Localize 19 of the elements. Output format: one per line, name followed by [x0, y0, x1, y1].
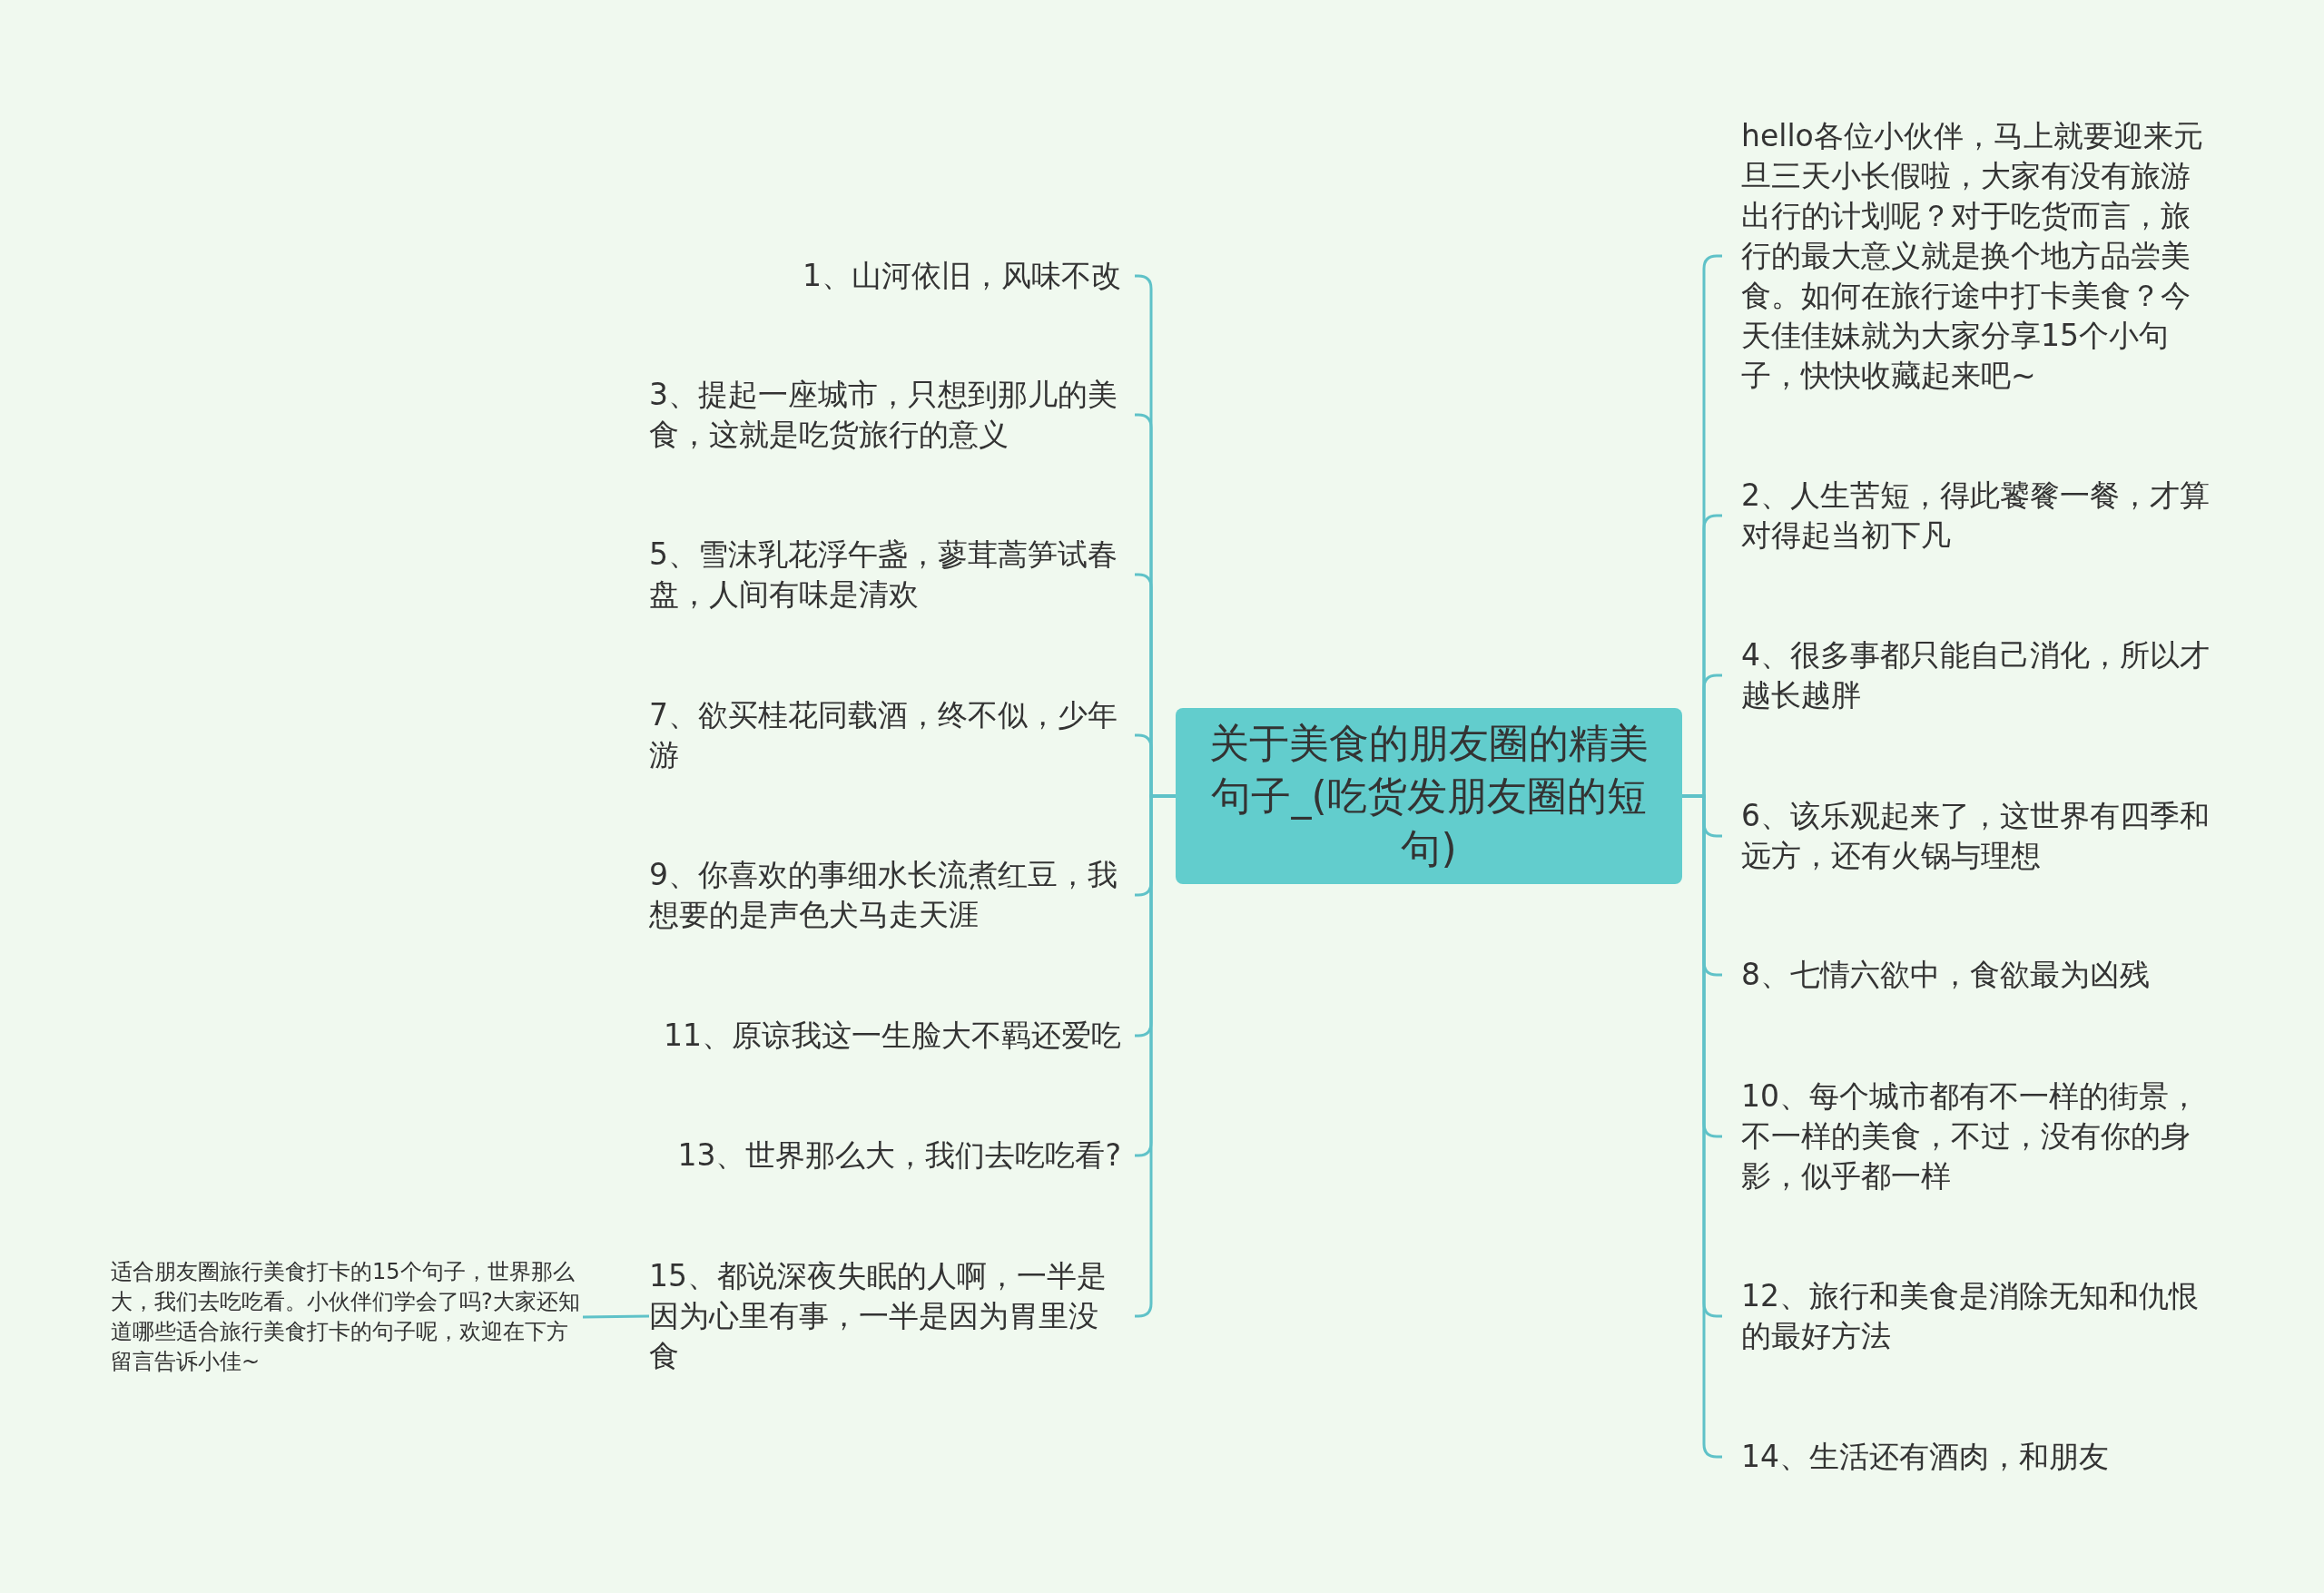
branch-text: 5、雪沫乳花浮午盏，蓼茸蒿笋试春盘，人间有味是清欢	[649, 535, 1135, 615]
branch-text: 14、生活还有酒肉，和朋友	[1722, 1437, 2217, 1477]
connector-line	[582, 1314, 650, 1319]
branch-text: 4、很多事都只能自己消化，所以才越长越胖	[1722, 635, 2217, 715]
branch-text: 15、都说深夜失眠的人啊，一半是因为心里有事，一半是因为胃里没食	[649, 1256, 1135, 1376]
branch-text: 8、七情六欲中，食欲最为凶残	[1722, 955, 2217, 995]
branch-text: 11、原谅我这一生脸大不羁还爱吃	[664, 1016, 1135, 1056]
branch-text: 12、旅行和美食是消除无知和仇恨的最好方法	[1722, 1276, 2217, 1356]
branch-text: 10、每个城市都有不一样的街景，不一样的美食，不过，没有你的身影，似乎都一样	[1722, 1077, 2217, 1196]
branch-text: 7、欲买桂花同载酒，终不似，少年游	[649, 695, 1135, 775]
note-text: 适合朋友圈旅行美食打卡的15个句子，世界那么大，我们去吃吃看。小伙伴们学会了吗?大家还知道哪些适合旅行美食打卡的句子呢，欢迎在下方留言告诉小佳~	[111, 1257, 583, 1377]
branch-text: 6、该乐观起来了，这世界有四季和远方，还有火锅与理想	[1722, 796, 2217, 876]
branch-text: 1、山河依旧，风味不改	[803, 256, 1135, 296]
branch-text: 2、人生苦短，得此饕餮一餐，才算对得起当初下凡	[1722, 476, 2217, 556]
branch-text: 3、提起一座城市，只想到那儿的美食，这就是吃货旅行的意义	[649, 375, 1135, 455]
branch-text: hello各位小伙伴，马上就要迎来元旦三天小长假啦，大家有没有旅游出行的计划呢？对于吃货而言，旅行的最大意义就是换个地方品尝美食。如何在旅行途中打卡美食？今天佳佳妹就为大家分享15个小句子，快快收藏起来吧~	[1722, 116, 2217, 396]
branch-text: 13、世界那么大，我们去吃吃看?	[677, 1136, 1135, 1175]
branch-text: 9、你喜欢的事细水长流煮红豆，我想要的是声色犬马走天涯	[649, 855, 1135, 935]
topic-box: 关于美食的朋友圈的精美句子_(吃货发朋友圈的短句)	[1176, 708, 1682, 884]
